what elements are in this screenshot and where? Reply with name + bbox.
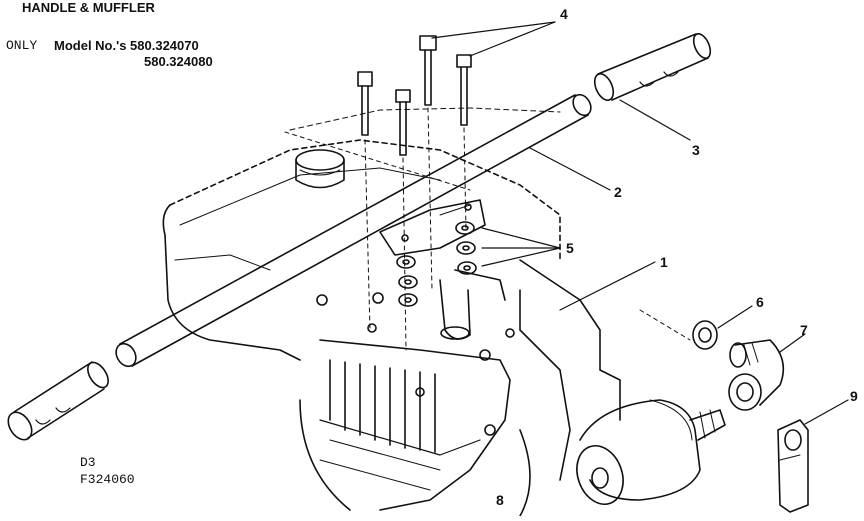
- model-numbers-line-1: Model No.'s 580.324070: [54, 38, 199, 53]
- muffler: [576, 399, 726, 505]
- callout-6: 6: [756, 294, 764, 310]
- left-handle-grip: [7, 361, 109, 441]
- muffler-clamp: [777, 419, 809, 513]
- model-numbers-line-2: 580.324080: [144, 54, 213, 69]
- engine-block: [162, 107, 621, 517]
- callout-leaders: [431, 21, 849, 425]
- callout-2: 2: [614, 184, 622, 200]
- diagram-code: D3: [80, 455, 96, 470]
- bolts: [357, 35, 472, 351]
- washers: [396, 221, 477, 307]
- figure-code: F324060: [80, 472, 135, 487]
- lock-washer: [639, 309, 718, 350]
- exhaust-elbow: [728, 339, 785, 411]
- handle-tube: [115, 93, 592, 368]
- diagram-title: HANDLE & MUFFLER: [22, 0, 155, 15]
- right-handle-grip: [593, 32, 712, 101]
- callout-3: 3: [692, 142, 700, 158]
- callout-5: 5: [566, 240, 574, 256]
- callout-1: 1: [660, 254, 668, 270]
- callout-9: 9: [850, 388, 858, 404]
- callout-4: 4: [560, 6, 568, 22]
- callout-8: 8: [496, 492, 504, 508]
- callout-7: 7: [800, 322, 808, 338]
- only-label: ONLY: [6, 38, 38, 53]
